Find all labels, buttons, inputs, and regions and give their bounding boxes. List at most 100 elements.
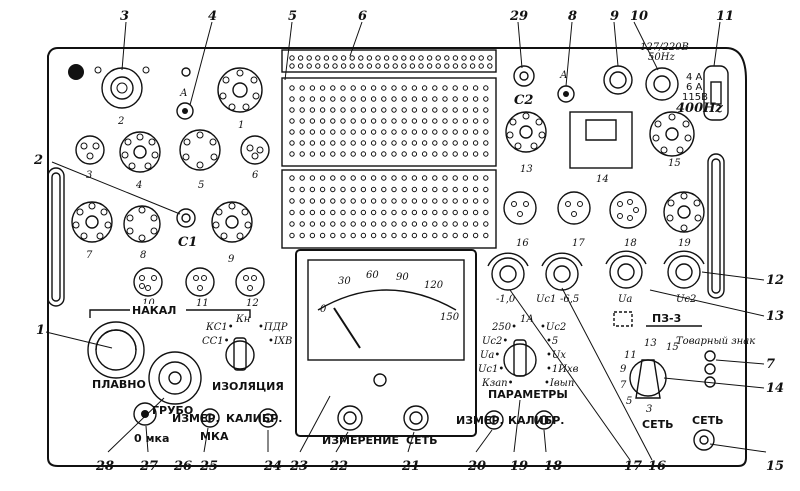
right-handle xyxy=(707,153,725,299)
board-hole xyxy=(472,85,479,91)
board-hole xyxy=(319,209,326,216)
front-panel-outline xyxy=(47,47,747,467)
param-positions: 250• 1А •Uс2 Uс2• •5 Uа• •Uх Uс1• •1Ихв … xyxy=(478,314,579,389)
board-hole xyxy=(462,198,469,204)
callout-label: 15 xyxy=(766,459,784,474)
board-hole xyxy=(483,175,489,181)
callout-label: 28 xyxy=(95,459,114,474)
c1-label: С1 xyxy=(178,235,197,250)
uc1-pot-left[interactable] xyxy=(487,252,529,291)
board-hole xyxy=(370,186,377,193)
board-hole xyxy=(442,118,448,124)
socket-8 xyxy=(123,205,161,243)
uc2-pot[interactable] xyxy=(663,250,705,289)
nakal-label: НАКАЛ xyxy=(132,304,176,317)
grubo-knob[interactable] xyxy=(148,351,202,405)
parametry-switch[interactable] xyxy=(503,339,537,377)
board-hole xyxy=(349,63,355,69)
set-meter-knob[interactable] xyxy=(403,405,429,431)
izmer-mka-label: ИЗМЕР. xyxy=(172,412,220,425)
jack-c1 xyxy=(176,208,196,228)
board-hole xyxy=(289,55,295,61)
mka-label: МКА xyxy=(200,430,229,443)
callout-label: 19 xyxy=(510,459,528,474)
board-hole xyxy=(421,151,428,157)
board-hole xyxy=(306,55,312,61)
param-position-label: •Uс2 xyxy=(540,322,566,333)
set-meter-label: СЕТЬ xyxy=(406,434,437,447)
board-hole xyxy=(289,96,295,102)
callout-label: 10 xyxy=(630,9,648,24)
board-hole xyxy=(426,63,433,69)
board-hole xyxy=(299,186,305,193)
ua-pot[interactable] xyxy=(605,250,647,289)
board-hole xyxy=(421,118,428,124)
board-hole xyxy=(340,55,347,61)
board-hole xyxy=(381,118,387,124)
board-hole xyxy=(350,175,356,181)
callout-label: 17 xyxy=(624,459,642,474)
kalibr-mka-button[interactable] xyxy=(258,408,278,428)
board-hole xyxy=(421,107,428,113)
param-position-label: 250• xyxy=(491,322,517,333)
socket-number-label: 9 xyxy=(228,254,235,265)
izmer-param-button[interactable] xyxy=(484,410,504,430)
fuse-rating-line: 4 А xyxy=(686,72,703,83)
board-hole xyxy=(370,129,377,135)
izmer-mka-button[interactable] xyxy=(200,408,220,428)
board-hole xyxy=(391,85,397,91)
board-hole xyxy=(391,232,397,239)
board-hole xyxy=(401,209,407,216)
socket-3 xyxy=(75,135,105,165)
board-hole xyxy=(426,55,433,61)
board-hole xyxy=(462,175,469,181)
socket-number-label: 8 xyxy=(140,250,146,261)
board-hole xyxy=(350,221,356,227)
izolyaciya-switch[interactable] xyxy=(225,337,255,371)
plavno-knob[interactable] xyxy=(87,321,145,379)
board-hole xyxy=(442,129,448,135)
switch-board-top xyxy=(281,49,497,167)
board-hole xyxy=(411,107,418,113)
board-hole xyxy=(487,63,493,69)
board-hole xyxy=(381,140,387,146)
set-side-toggle[interactable] xyxy=(693,429,715,451)
board-hole xyxy=(401,232,407,239)
indicator-lamps xyxy=(704,350,716,388)
board-hole xyxy=(452,198,458,204)
board-hole xyxy=(442,96,448,102)
board-hole xyxy=(442,107,448,113)
socket-number-label: 14 xyxy=(596,174,609,185)
board-hole xyxy=(309,85,316,91)
callout-label: 6 xyxy=(358,9,367,24)
board-hole xyxy=(391,118,397,124)
uc1-pot-right[interactable] xyxy=(541,252,583,291)
board-hole xyxy=(340,85,346,91)
callout-label: 29 xyxy=(509,9,528,24)
zero-mka-knob[interactable] xyxy=(133,402,157,426)
board-hole xyxy=(472,221,479,227)
board-hole xyxy=(381,175,387,181)
board-hole xyxy=(421,198,428,204)
board-hole xyxy=(421,140,428,146)
board-hole xyxy=(469,55,476,61)
board-hole xyxy=(370,151,377,157)
set-position-label: 3 xyxy=(646,404,652,415)
set-position-label: 7 xyxy=(620,380,627,391)
board-hole xyxy=(330,85,336,91)
grubo-label: ГРУБО xyxy=(152,404,193,417)
board-hole xyxy=(461,63,467,69)
kalibr-param-button[interactable] xyxy=(534,410,554,430)
callout-label: 26 xyxy=(173,459,192,474)
board-hole xyxy=(323,55,330,61)
set-main-switch[interactable] xyxy=(629,359,667,399)
callout-label: 9 xyxy=(610,9,619,24)
board-hole xyxy=(401,85,407,91)
board-hole xyxy=(366,63,373,69)
board-hole xyxy=(421,186,428,193)
board-hole xyxy=(366,55,373,61)
board-hole xyxy=(472,129,479,135)
board-hole xyxy=(383,63,390,69)
board-hole xyxy=(483,198,489,204)
izmerenie-knob[interactable] xyxy=(337,405,363,431)
